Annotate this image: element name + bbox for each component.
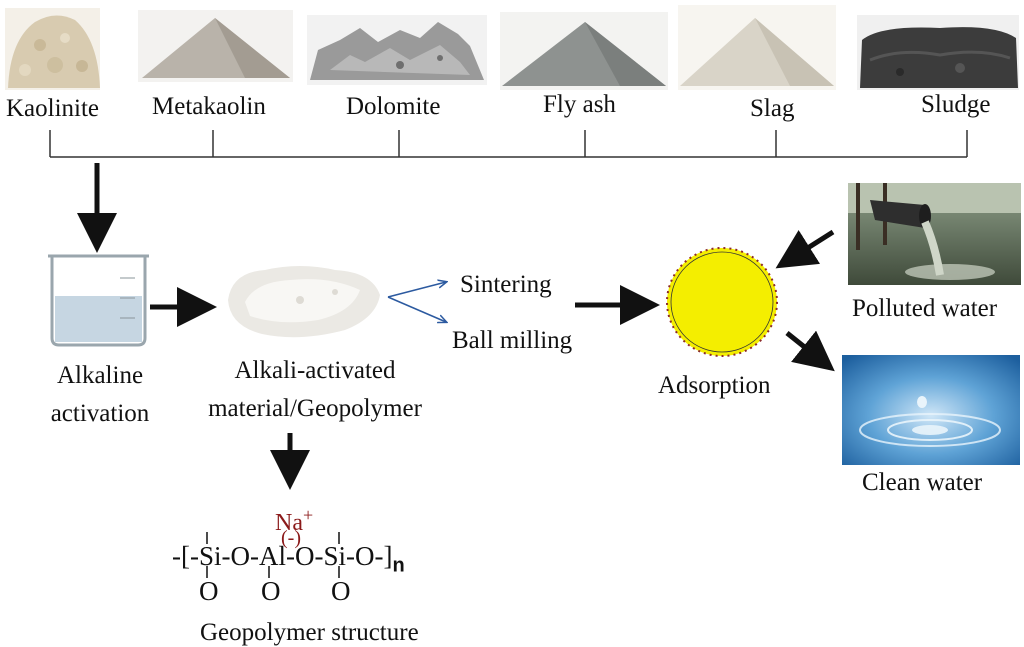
clean-water-icon: [842, 355, 1020, 465]
anion-charge: (-): [281, 527, 301, 549]
metakaolin-powder-icon: [138, 10, 293, 82]
sludge-powder-icon: [857, 15, 1019, 90]
chain-subscript: n: [392, 554, 405, 577]
oxygen-atom: O: [199, 576, 219, 606]
slag-powder-icon: [678, 5, 836, 90]
polluted-water-icon: [848, 183, 1021, 285]
raw-material-label: Slag: [750, 95, 795, 122]
geopolymer-chain: -[-Si-O-Al-O-Si-O-]n: [172, 541, 405, 577]
raw-material-label: Dolomite: [346, 93, 441, 120]
aam-line2: material/Geopolymer: [208, 395, 422, 422]
sodium-cation: Na+: [275, 506, 313, 535]
adsorbent-particle-icon: [666, 247, 778, 357]
adsorption-label: Adsorption: [658, 372, 771, 399]
raw-material-label: Fly ash: [543, 91, 616, 118]
alkaline-line2: activation: [50, 400, 150, 427]
raw-material-label: Sludge: [921, 91, 991, 118]
raw-material-bracket: [49, 130, 968, 158]
dolomite-powder-icon: [307, 15, 487, 85]
chain-formula: -[-Si-O-Al-O-Si-O-]: [172, 541, 393, 571]
alkali-activated-material-label: Alkali-activated material/Geopolymer: [190, 352, 440, 428]
process-arrows: [77, 163, 835, 490]
clean-water-label: Clean water: [862, 469, 983, 496]
aam-line1: Alkali-activated: [234, 357, 396, 384]
alkaline-line1: Alkaline: [56, 362, 144, 389]
fly-ash-powder-icon: [500, 12, 668, 90]
structure-bonds: [206, 532, 340, 578]
kaolinite-powder-icon: [5, 8, 100, 90]
oxygen-atom: O: [331, 576, 351, 606]
cation-charge: +: [302, 505, 314, 525]
raw-material-label: Kaolinite: [6, 95, 100, 122]
oxygen-atom: O: [261, 576, 281, 606]
alkaline-activation-label: Alkaline activation: [40, 357, 160, 433]
ball-milling-label: Ball milling: [452, 327, 573, 354]
branch-arrows: [387, 282, 446, 322]
raw-material-label: Metakaolin: [152, 93, 266, 120]
beaker-icon: [48, 254, 149, 347]
sintering-label: Sintering: [460, 271, 552, 298]
geopolymer-structure-caption: Geopolymer structure: [200, 619, 419, 646]
cation-symbol: Na: [275, 510, 303, 536]
geopolymer-powder-icon: [228, 266, 380, 338]
polluted-water-label: Polluted water: [852, 295, 998, 322]
